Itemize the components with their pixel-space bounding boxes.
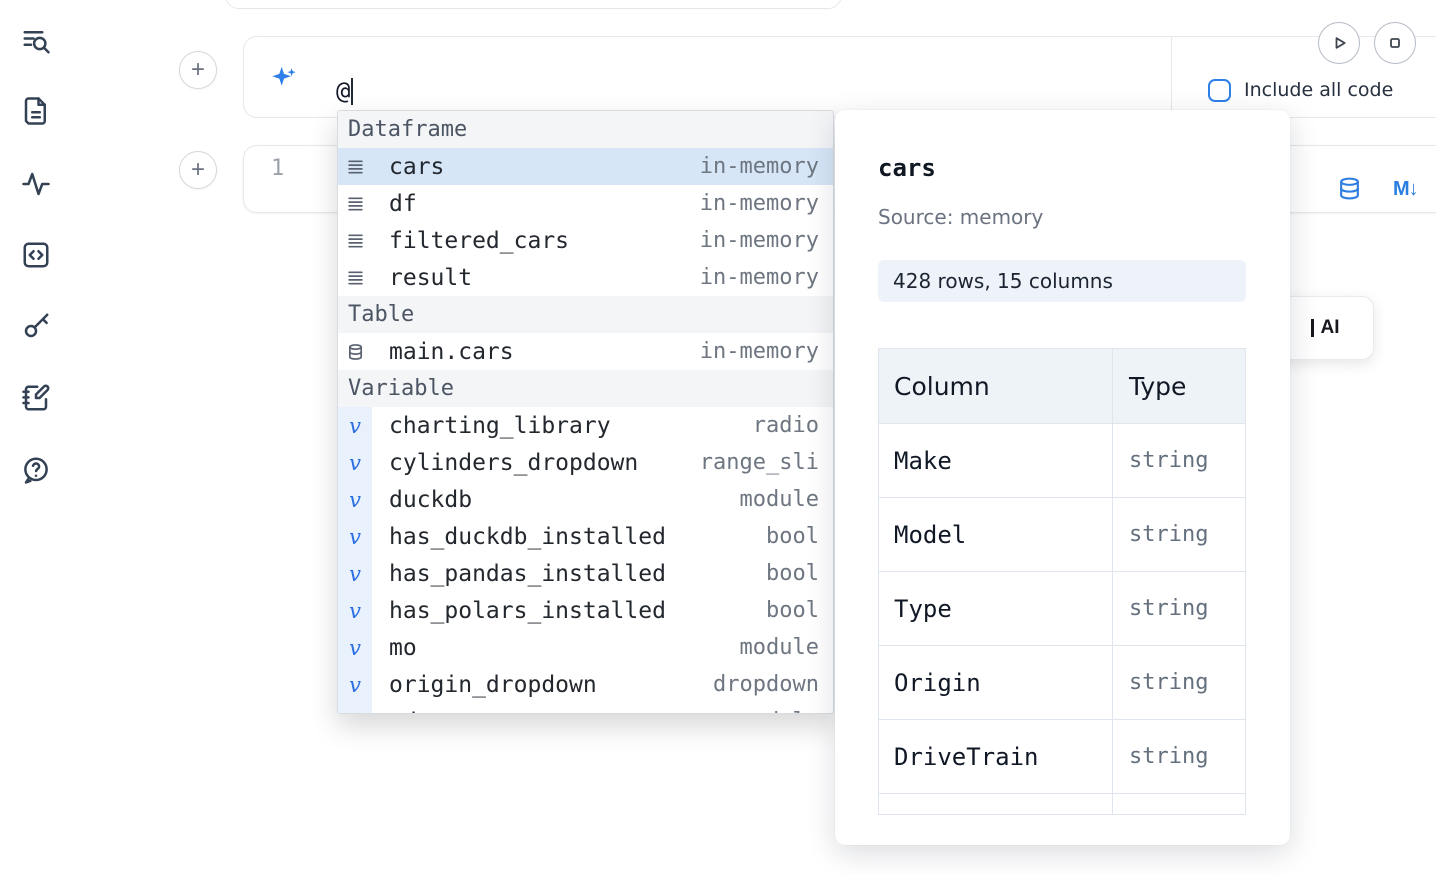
- completion-item[interactable]: v pd module: [338, 703, 833, 713]
- play-icon: [1335, 37, 1346, 49]
- interrupt-button[interactable]: [1374, 22, 1416, 64]
- markdown-convert-icon[interactable]: M↓: [1393, 178, 1419, 200]
- completion-section-header: Variable: [338, 370, 833, 407]
- ai-prompt-box: @ Include all code: [243, 36, 1436, 118]
- scratchpad-icon[interactable]: [20, 382, 52, 414]
- key-icon[interactable]: [20, 310, 52, 342]
- panel-source: Source: memory: [878, 205, 1044, 229]
- completion-item[interactable]: v duckdb module: [338, 481, 833, 518]
- completion-item[interactable]: v charting_library radio: [338, 407, 833, 444]
- variable-icon: v: [338, 666, 372, 703]
- code-icon[interactable]: [20, 239, 52, 271]
- dataframe-icon: [338, 259, 372, 296]
- variable-icon: v: [338, 444, 372, 481]
- partial-glyph: [1310, 319, 1314, 337]
- database-icon: [338, 333, 372, 370]
- help-icon[interactable]: [20, 454, 52, 486]
- completion-item[interactable]: v cylinders_dropdown range_sli: [338, 444, 833, 481]
- activity-icon[interactable]: [20, 168, 52, 200]
- datasource-panel: cars Source: memory 428 rows, 15 columns…: [835, 110, 1290, 845]
- variable-icon: v: [338, 518, 372, 555]
- include-all-code-checkbox[interactable]: [1208, 78, 1231, 102]
- variable-icon: v: [338, 481, 372, 518]
- variable-icon: v: [338, 703, 372, 713]
- stop-icon: [1390, 38, 1400, 48]
- table-row-partial: [879, 793, 1245, 814]
- ai-prompt-value: @: [336, 77, 351, 105]
- table-row: Origin string: [879, 645, 1245, 719]
- completion-section-header: Dataframe: [338, 111, 833, 148]
- table-row: Type string: [879, 571, 1245, 645]
- completion-item[interactable]: v has_polars_installed bool: [338, 592, 833, 629]
- completion-item[interactable]: v has_duckdb_installed bool: [338, 518, 833, 555]
- table-row: Model string: [879, 497, 1245, 571]
- table-header-row: Column Type: [879, 349, 1245, 423]
- variable-icon: v: [338, 407, 372, 444]
- database-icon: [1340, 177, 1359, 200]
- completion-item[interactable]: df in-memory: [338, 185, 833, 222]
- panel-title: cars: [878, 154, 936, 182]
- completion-dropdown: Dataframe cars in-memory df in-memory fi…: [337, 110, 834, 714]
- completion-item[interactable]: v has_pandas_installed bool: [338, 555, 833, 592]
- variable-icon: v: [338, 555, 372, 592]
- generate-with-ai-button[interactable]: AI: [1276, 296, 1374, 360]
- completion-item[interactable]: main.cars in-memory: [338, 333, 833, 370]
- previous-cell-edge: [225, 0, 842, 9]
- divider: [1171, 37, 1172, 117]
- dataframe-icon: [338, 148, 372, 185]
- completion-item[interactable]: v mo module: [338, 629, 833, 666]
- completion-item[interactable]: v origin_dropdown dropdown: [338, 666, 833, 703]
- table-row: DriveTrain string: [879, 719, 1245, 793]
- shape-badge: 428 rows, 15 columns: [878, 260, 1246, 302]
- dataframe-icon: [338, 185, 372, 222]
- datasource-button[interactable]: [1337, 176, 1362, 204]
- variable-icon: v: [338, 629, 372, 666]
- schema-table: Column Type Make string Model string Typ…: [878, 348, 1246, 815]
- run-cell-button[interactable]: [1318, 22, 1360, 64]
- ai-button-label: AI: [1320, 317, 1340, 338]
- add-cell-button[interactable]: +: [179, 51, 217, 89]
- sparkles-icon: [270, 64, 298, 92]
- dataframe-icon: [338, 222, 372, 259]
- text-cursor: [351, 77, 354, 105]
- variable-icon: v: [338, 592, 372, 629]
- add-cell-button[interactable]: +: [179, 151, 217, 189]
- ai-prompt-input[interactable]: @: [336, 77, 354, 105]
- completion-item[interactable]: cars in-memory: [338, 148, 833, 185]
- completion-section-header: Table: [338, 296, 833, 333]
- file-icon[interactable]: [20, 95, 52, 127]
- include-all-code-label: Include all code: [1244, 79, 1394, 101]
- toc-search-icon[interactable]: [20, 25, 52, 57]
- table-row: Make string: [879, 423, 1245, 497]
- line-number: 1: [271, 156, 285, 181]
- completion-item[interactable]: result in-memory: [338, 259, 833, 296]
- completion-item[interactable]: filtered_cars in-memory: [338, 222, 833, 259]
